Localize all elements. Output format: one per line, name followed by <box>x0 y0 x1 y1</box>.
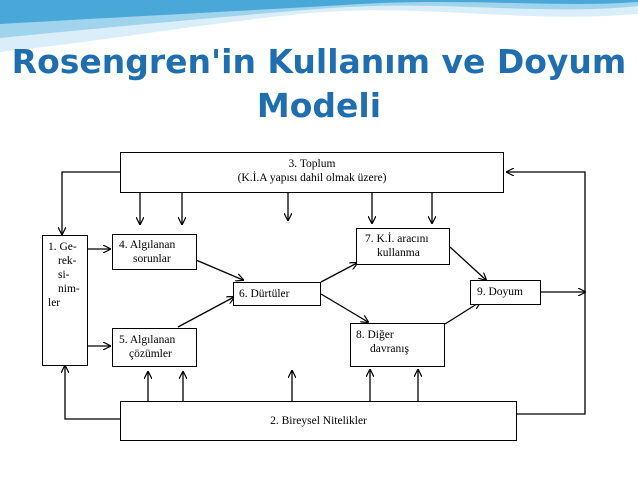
toplum-subtitle: (K.İ.A yapısı dahil olmak üzere) <box>237 172 387 184</box>
durtuler-box: 6. Dürtüler <box>233 282 321 306</box>
gereksinimler-line-2: rek- <box>58 255 77 267</box>
algilanan-cozumler-line-1: 5. Algılanan <box>119 334 176 346</box>
gereksinimler-line-3: si- <box>58 269 70 281</box>
diger-davranis-box: 8. Diğer davranış <box>350 323 445 367</box>
ki-araci-line-2: kullanma <box>377 247 420 259</box>
bireysel-nitelikler-label: 2. Bireysel Nitelikler <box>270 415 367 427</box>
ki-araci-line-1: 7. K.İ. aracını <box>365 233 429 245</box>
toplum-box: 3. Toplum (K.İ.A yapısı dahil olmak üzer… <box>120 152 504 193</box>
doyum-label: 9. Doyum <box>477 286 523 298</box>
ki-araci-kullanma-box: 7. K.İ. aracını kullanma <box>356 228 450 265</box>
algilanan-sorunlar-line-2: sorunlar <box>133 253 171 265</box>
gereksinimler-line-1: 1. Ge- <box>48 241 77 253</box>
algilanan-sorunlar-box: 4. Algılanan sorunlar <box>112 234 197 270</box>
title-line-2: Modeli <box>256 86 382 125</box>
durtuler-label: 6. Dürtüler <box>239 288 290 300</box>
slide-title: Rosengren'in Kullanım ve Doyum Modeli <box>0 40 638 128</box>
algilanan-sorunlar-line-1: 4. Algılanan <box>119 239 176 251</box>
doyum-box: 9. Doyum <box>470 280 541 305</box>
diger-davranis-line-1: 8. Diğer <box>356 329 394 341</box>
gereksinimler-line-4: nim- <box>58 283 80 295</box>
title-line-1: Rosengren'in Kullanım ve Doyum <box>11 42 627 81</box>
diger-davranis-line-2: davranış <box>370 343 409 355</box>
header-wave-decoration <box>0 0 638 52</box>
bireysel-nitelikler-box: 2. Bireysel Nitelikler <box>120 401 517 441</box>
gereksinimler-line-5: ler <box>48 297 61 309</box>
algilanan-cozumler-line-2: çözümler <box>129 348 172 360</box>
gereksinimler-box: 1. Ge- rek- si- nim- ler <box>42 235 88 366</box>
toplum-title: 3. Toplum <box>288 158 336 170</box>
algilanan-cozumler-box: 5. Algılanan çözümler <box>112 328 197 367</box>
